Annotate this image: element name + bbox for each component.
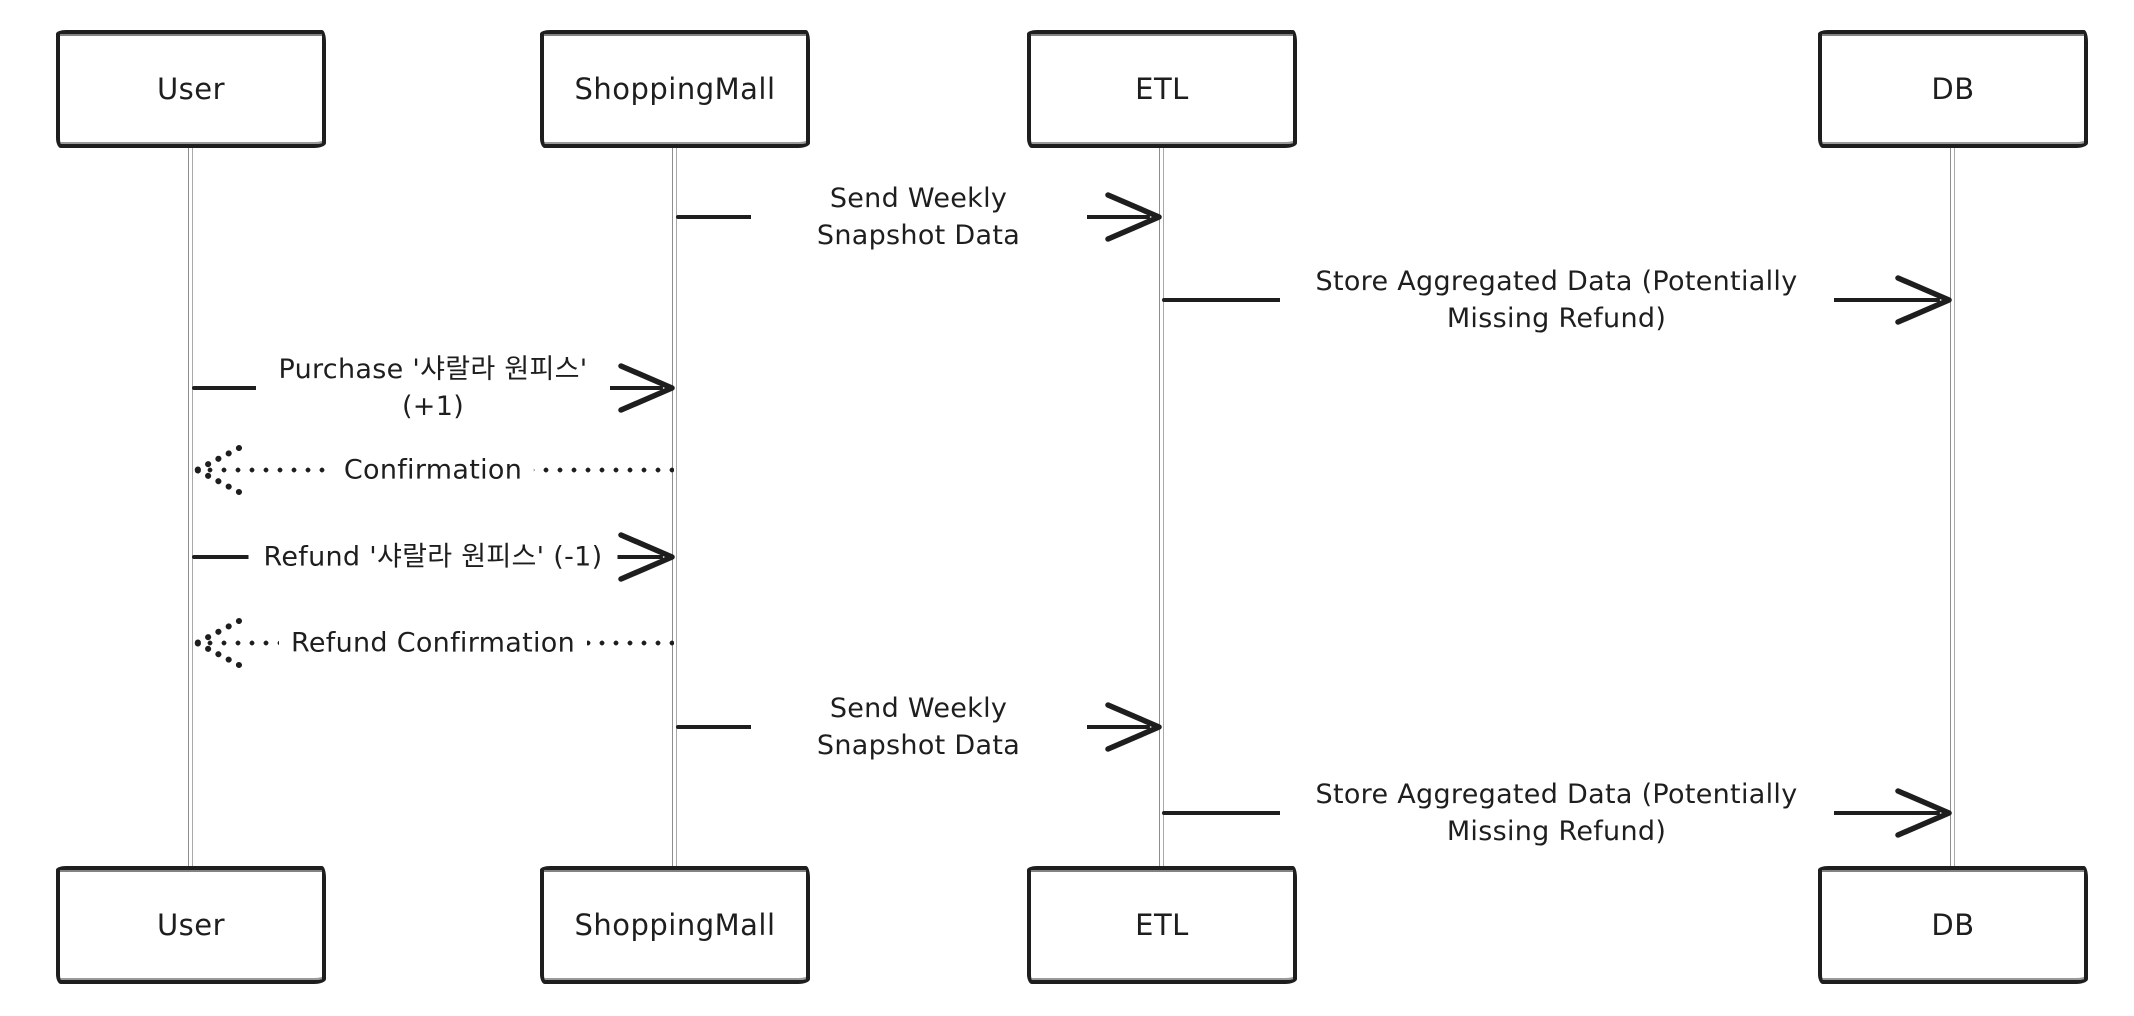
arrowhead-right-icon xyxy=(1895,275,1952,325)
actor-box-shoppingmall-top: ShoppingMall xyxy=(540,30,810,148)
arrowhead-right-icon xyxy=(1105,702,1162,752)
actor-label-shoppingmall: ShoppingMall xyxy=(574,908,776,942)
message-label: Store Aggregated Data (Potentially Missi… xyxy=(1279,774,1834,852)
arrowhead-right-icon xyxy=(1895,788,1952,838)
lifeline-shoppingmall xyxy=(672,148,677,867)
lifeline-user xyxy=(188,148,193,867)
message-label: Send Weekly Snapshot Data xyxy=(750,688,1087,766)
actor-box-db-top: DB xyxy=(1818,30,2088,148)
actor-label-user: User xyxy=(156,72,226,106)
arrowhead-right-icon xyxy=(618,363,675,413)
actor-box-db-bottom: DB xyxy=(1818,866,2088,984)
message-label: Purchase '샤랄라 원피스' (+1) xyxy=(256,349,610,427)
actor-label-shoppingmall: ShoppingMall xyxy=(574,72,776,106)
actor-box-shoppingmall-bottom: ShoppingMall xyxy=(540,866,810,984)
actor-label-db: DB xyxy=(1931,72,1975,106)
message-label: Send Weekly Snapshot Data xyxy=(750,178,1087,256)
lifeline-db xyxy=(1950,148,1955,867)
actor-label-user: User xyxy=(156,908,226,942)
actor-label-etl: ETL xyxy=(1135,72,1189,106)
actor-label-etl: ETL xyxy=(1135,908,1189,942)
message-label: Refund Confirmation xyxy=(279,622,587,664)
actor-box-user-bottom: User xyxy=(56,866,326,984)
message-label: Store Aggregated Data (Potentially Missi… xyxy=(1279,261,1834,339)
message-label: Refund '샤랄라 원피스' (-1) xyxy=(248,536,618,578)
arrowhead-right-icon xyxy=(1105,192,1162,242)
arrowhead-left-dotted-icon xyxy=(194,445,242,495)
actor-label-db: DB xyxy=(1931,908,1975,942)
arrowhead-right-icon xyxy=(618,532,675,582)
arrowhead-left-dotted-icon xyxy=(194,618,242,668)
actor-box-user-top: User xyxy=(56,30,326,148)
actor-box-etl-top: ETL xyxy=(1027,30,1297,148)
lifeline-etl xyxy=(1159,148,1164,867)
actor-box-etl-bottom: ETL xyxy=(1027,866,1297,984)
message-label: Confirmation xyxy=(331,449,535,491)
